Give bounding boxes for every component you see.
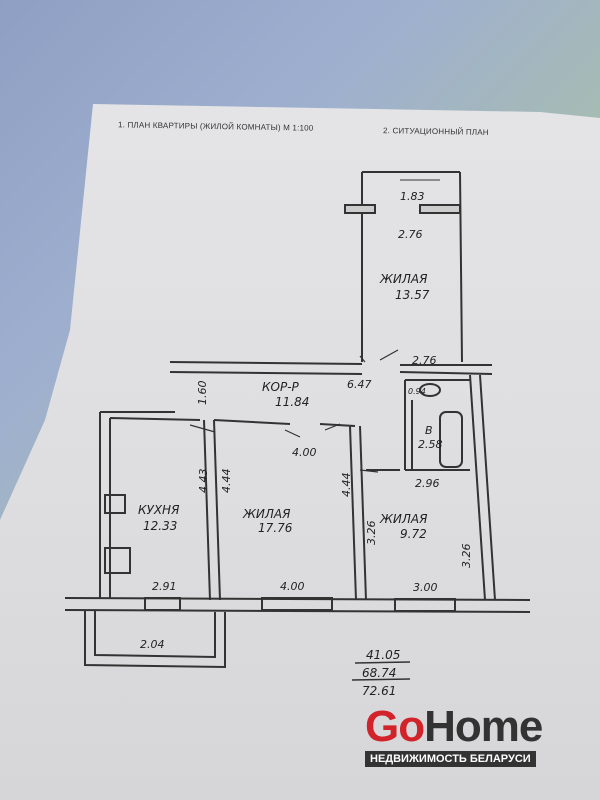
room-label-kitchen: КУХНЯ xyxy=(138,503,180,517)
dim-top-room-width: 2.76 xyxy=(398,228,423,241)
dim-toilet: 0.94 xyxy=(408,387,426,396)
room-label-living-3: ЖИЛАЯ xyxy=(380,512,428,526)
window xyxy=(261,597,333,611)
kitchen-stove xyxy=(104,547,131,574)
bathtub xyxy=(439,411,463,468)
dim-corridor-length: 6.47 xyxy=(347,378,372,391)
logo-tagline: НЕДВИЖИМОСТЬ БЕЛАРУСИ xyxy=(365,751,536,767)
room-label-living-2: ЖИЛАЯ xyxy=(243,507,291,521)
dim-living-width: 4.00 xyxy=(280,580,305,593)
room-area-living-2: 17.76 xyxy=(258,521,293,535)
wall-kitchen xyxy=(99,411,221,601)
total-area: 68.74 xyxy=(362,666,397,680)
dim-door-width: 4.00 xyxy=(292,446,317,459)
room-area-corridor: 11.84 xyxy=(275,395,310,409)
dim-kitchen-width: 2.91 xyxy=(152,580,177,593)
totals-lines xyxy=(351,661,411,681)
window xyxy=(144,597,181,611)
window xyxy=(394,598,456,612)
room-label-bath: В xyxy=(425,424,433,437)
wall-bathroom xyxy=(404,379,470,470)
dim-small-room-right: 3.26 xyxy=(460,543,473,569)
room-label-corridor: КОР-Р xyxy=(262,380,299,394)
wall-small-room xyxy=(366,374,496,601)
dim-small-room-left: 3.26 xyxy=(365,520,378,546)
room-area-living-1: 13.57 xyxy=(395,288,430,302)
room-area-living-3: 9.72 xyxy=(400,527,427,541)
wall-segment xyxy=(419,204,461,214)
dim-corridor-right: 2.76 xyxy=(412,354,437,367)
room-area-bath: 2.58 xyxy=(418,438,443,451)
dim-corridor-height: 1.60 xyxy=(196,380,209,406)
dim-living-left-height: 4.44 xyxy=(220,468,233,494)
wall-corridor xyxy=(169,361,493,375)
toilet xyxy=(419,383,441,397)
dim-small-room-top: 2.96 xyxy=(415,477,440,490)
dim-living-right-height: 4.44 xyxy=(340,472,353,498)
total-living-area: 41.05 xyxy=(366,648,401,662)
dim-balcony-top: 1.83 xyxy=(400,190,425,203)
room-label-living-1: ЖИЛАЯ xyxy=(380,272,428,286)
gohome-watermark: GoHome НЕДВИЖИМОСТЬ БЕЛАРУСИ xyxy=(365,702,543,767)
door-swings xyxy=(189,349,399,473)
wall-segment xyxy=(344,204,376,214)
wall-balcony xyxy=(84,610,226,669)
dim-small-room-width: 3.00 xyxy=(413,581,438,594)
dim-balcony-bottom: 2.04 xyxy=(140,638,165,651)
kitchen-sink xyxy=(104,494,126,514)
logo-home: Home xyxy=(424,702,543,751)
dim-kitchen-height: 4.43 xyxy=(197,468,210,494)
total-area-with-balcony: 72.61 xyxy=(362,684,397,698)
room-area-kitchen: 12.33 xyxy=(143,519,178,533)
logo-go: Go xyxy=(365,702,425,751)
wall-top-room xyxy=(361,171,463,363)
